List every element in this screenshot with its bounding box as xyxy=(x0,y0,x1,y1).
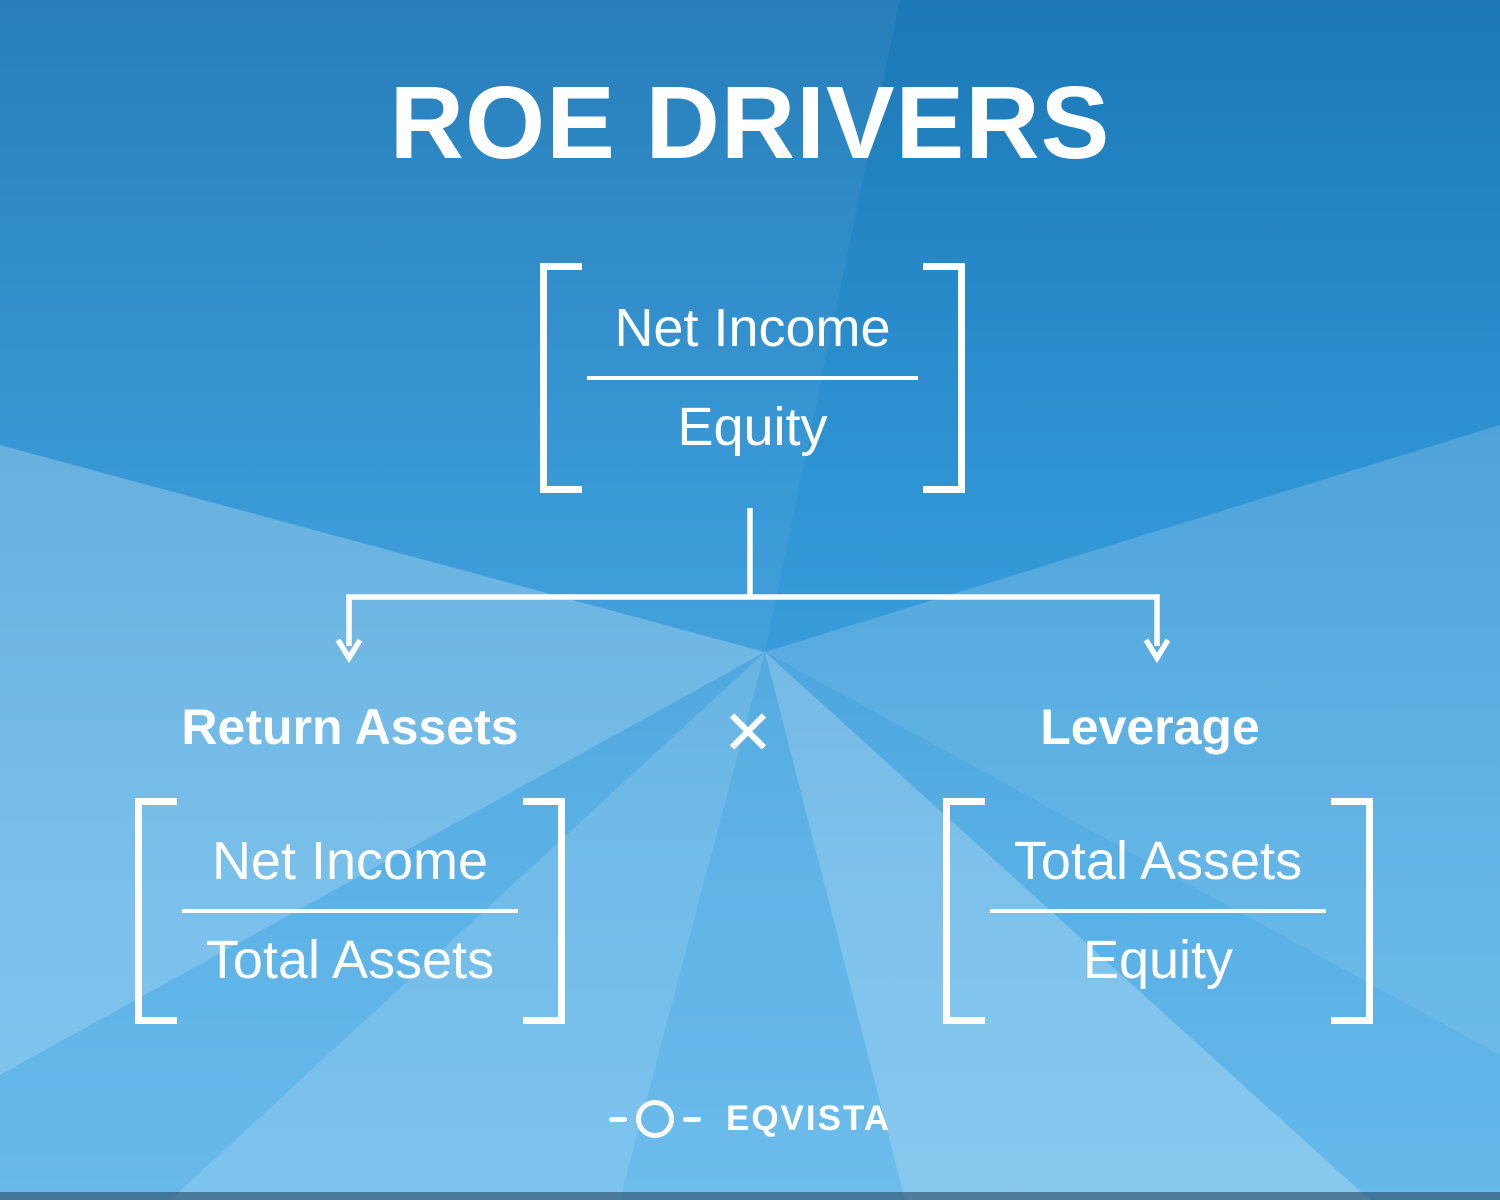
leverage-fraction: Total Assets Equity xyxy=(985,798,1331,1024)
fraction-bar xyxy=(182,909,518,913)
brand-name: EQVISTA xyxy=(725,1099,892,1138)
roe-denominator: Equity xyxy=(677,397,828,457)
right-bracket-icon xyxy=(523,798,565,1024)
leverage-denominator: Equity xyxy=(1082,930,1234,990)
roe-fraction: Net Income Equity xyxy=(582,263,923,493)
left-bracket-icon xyxy=(135,798,177,1024)
roe-numerator: Net Income xyxy=(614,298,891,359)
leverage-numerator: Total Assets xyxy=(1013,831,1303,892)
left-bracket-icon xyxy=(540,263,582,493)
branch-label-leverage: Leverage xyxy=(1040,699,1260,755)
leverage-formula: Total Assets Equity xyxy=(943,798,1373,1024)
page-title: ROE DRIVERS xyxy=(389,65,1111,180)
logo-dash-icon xyxy=(682,1116,701,1122)
circle-dash-logo-icon xyxy=(635,1100,674,1138)
logo-dash-icon xyxy=(608,1116,627,1122)
return-assets-formula: Net Income Total Assets xyxy=(135,798,565,1024)
return-assets-numerator: Net Income xyxy=(211,831,489,892)
left-bracket-icon xyxy=(943,798,985,1024)
return-assets-fraction: Net Income Total Assets xyxy=(177,798,523,1024)
branch-label-return-assets: Return Assets xyxy=(181,699,519,755)
fraction-bar xyxy=(587,376,918,380)
brand-logo: EQVISTA xyxy=(0,1100,1500,1138)
right-bracket-icon xyxy=(1331,798,1373,1024)
multiply-icon: ✕ xyxy=(722,696,774,769)
return-assets-denominator: Total Assets xyxy=(205,930,495,990)
fraction-bar xyxy=(990,909,1326,913)
right-bracket-icon xyxy=(923,263,965,493)
roe-formula: Net Income Equity xyxy=(540,263,965,493)
